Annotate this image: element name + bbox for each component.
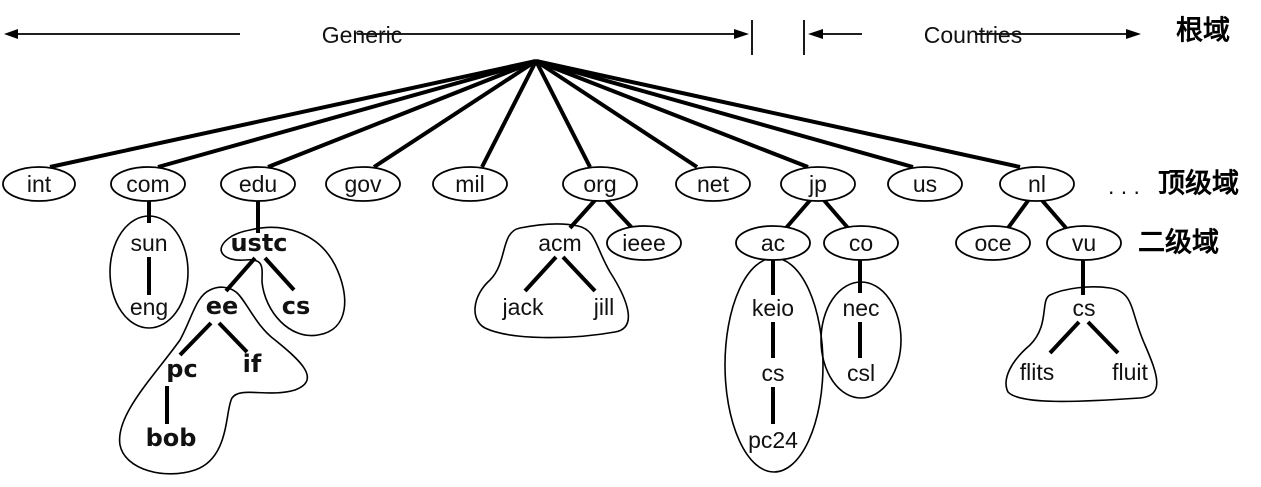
node-ieee[interactable]: ieee [606,225,682,261]
edge-root-edu [267,59,537,169]
svg-text:net: net [697,171,730,197]
root-level-label: 根域 [1176,16,1230,47]
arrow-left-icon [808,29,823,39]
edge-org-acm [568,196,599,230]
node-acm[interactable]: acm [538,230,581,256]
node-jack[interactable]: jack [502,294,544,320]
svg-text:us: us [913,171,937,197]
edge-root-mil [480,60,538,168]
svg-text:com: com [126,171,169,197]
svg-text:ieee: ieee [622,230,665,256]
svg-text:edu: edu [239,171,277,197]
node-vu[interactable]: vu [1046,225,1122,261]
subtree-edges [147,196,1120,424]
top-level-domains: int com edu gov mil org net jp us nl [2,166,1075,202]
generic-range-arrow [4,20,753,55]
svg-text:org: org [583,171,616,197]
countries-range-arrow [803,20,1141,55]
node-ustc-cs[interactable]: cs [282,292,311,320]
node-keio[interactable]: keio [752,295,794,321]
top-level-label: 顶级域 [1158,168,1239,200]
root-edges [49,59,1021,169]
node-oce[interactable]: oce [955,225,1031,261]
edge-root-jp [535,59,809,169]
zone-vu-cs [1005,286,1158,403]
edge-root-net [534,59,699,169]
node-ustc[interactable]: ustc [230,229,287,257]
edge-cs-flits [1048,320,1081,355]
node-if[interactable]: if [243,350,262,378]
svg-text:nl: nl [1028,171,1046,197]
edge-ee-pc [178,321,213,357]
node-vu-cs[interactable]: cs [1073,295,1096,321]
node-eng[interactable]: eng [130,294,168,320]
arrow-right-icon [1126,29,1141,39]
node-flits[interactable]: flits [1020,359,1055,385]
node-jill[interactable]: jill [593,294,614,320]
edge-ustc-cs [263,256,296,292]
edge-cs-fluit [1086,320,1120,355]
ellipsis: . . . [1108,173,1140,199]
zone-acm [474,223,630,339]
second-level-label: 二级域 [1138,227,1219,259]
svg-text:oce: oce [974,230,1011,256]
node-keio-cs[interactable]: cs [762,360,785,386]
edge-ustc-ee [224,256,257,293]
edge-org-ieee [602,196,636,232]
svg-text:mil: mil [455,171,484,197]
svg-text:int: int [27,171,52,197]
edge-nl-vu [1038,196,1068,230]
node-bob[interactable]: bob [146,424,197,452]
node-jp[interactable]: jp [780,166,856,202]
node-org[interactable]: org [562,166,638,202]
edge-root-org [534,60,592,168]
edge-root-com [157,59,537,169]
generic-label: Generic [322,22,403,48]
node-edu[interactable]: edu [220,166,296,202]
node-net[interactable]: net [675,166,751,202]
node-com[interactable]: com [110,166,186,202]
edge-jp-co [820,196,850,230]
arrow-right-icon [734,29,749,39]
node-co[interactable]: co [823,225,899,261]
arrow-left-icon [4,29,18,39]
edge-acm-jill [561,255,597,293]
edge-ee-if [217,321,249,354]
node-csl[interactable]: csl [847,360,875,386]
node-int[interactable]: int [2,166,76,202]
node-ee[interactable]: ee [206,292,239,320]
edge-nl-oce [1006,196,1032,230]
svg-text:co: co [849,230,873,256]
edge-jp-ac [784,196,814,230]
edge-root-gov [372,59,538,169]
edge-root-nl [535,59,1021,169]
svg-text:jp: jp [808,171,827,197]
svg-text:ac: ac [761,230,785,256]
zone-ustc [220,226,346,337]
node-nl[interactable]: nl [999,166,1075,202]
node-fluit[interactable]: fluit [1112,359,1148,385]
node-us[interactable]: us [887,166,963,202]
edge-acm-jack [523,255,558,293]
node-ac[interactable]: ac [735,225,811,261]
svg-text:gov: gov [344,171,382,197]
node-pc[interactable]: pc [166,355,197,383]
svg-text:vu: vu [1072,230,1096,256]
countries-label: Countries [924,22,1022,48]
node-pc24[interactable]: pc24 [748,427,798,453]
node-nec[interactable]: nec [842,295,879,321]
node-mil[interactable]: mil [432,166,508,202]
node-gov[interactable]: gov [325,166,401,202]
edge-root-us [535,59,914,169]
zone-ee [118,286,309,475]
node-sun[interactable]: sun [130,230,167,256]
edge-root-int [49,59,537,169]
